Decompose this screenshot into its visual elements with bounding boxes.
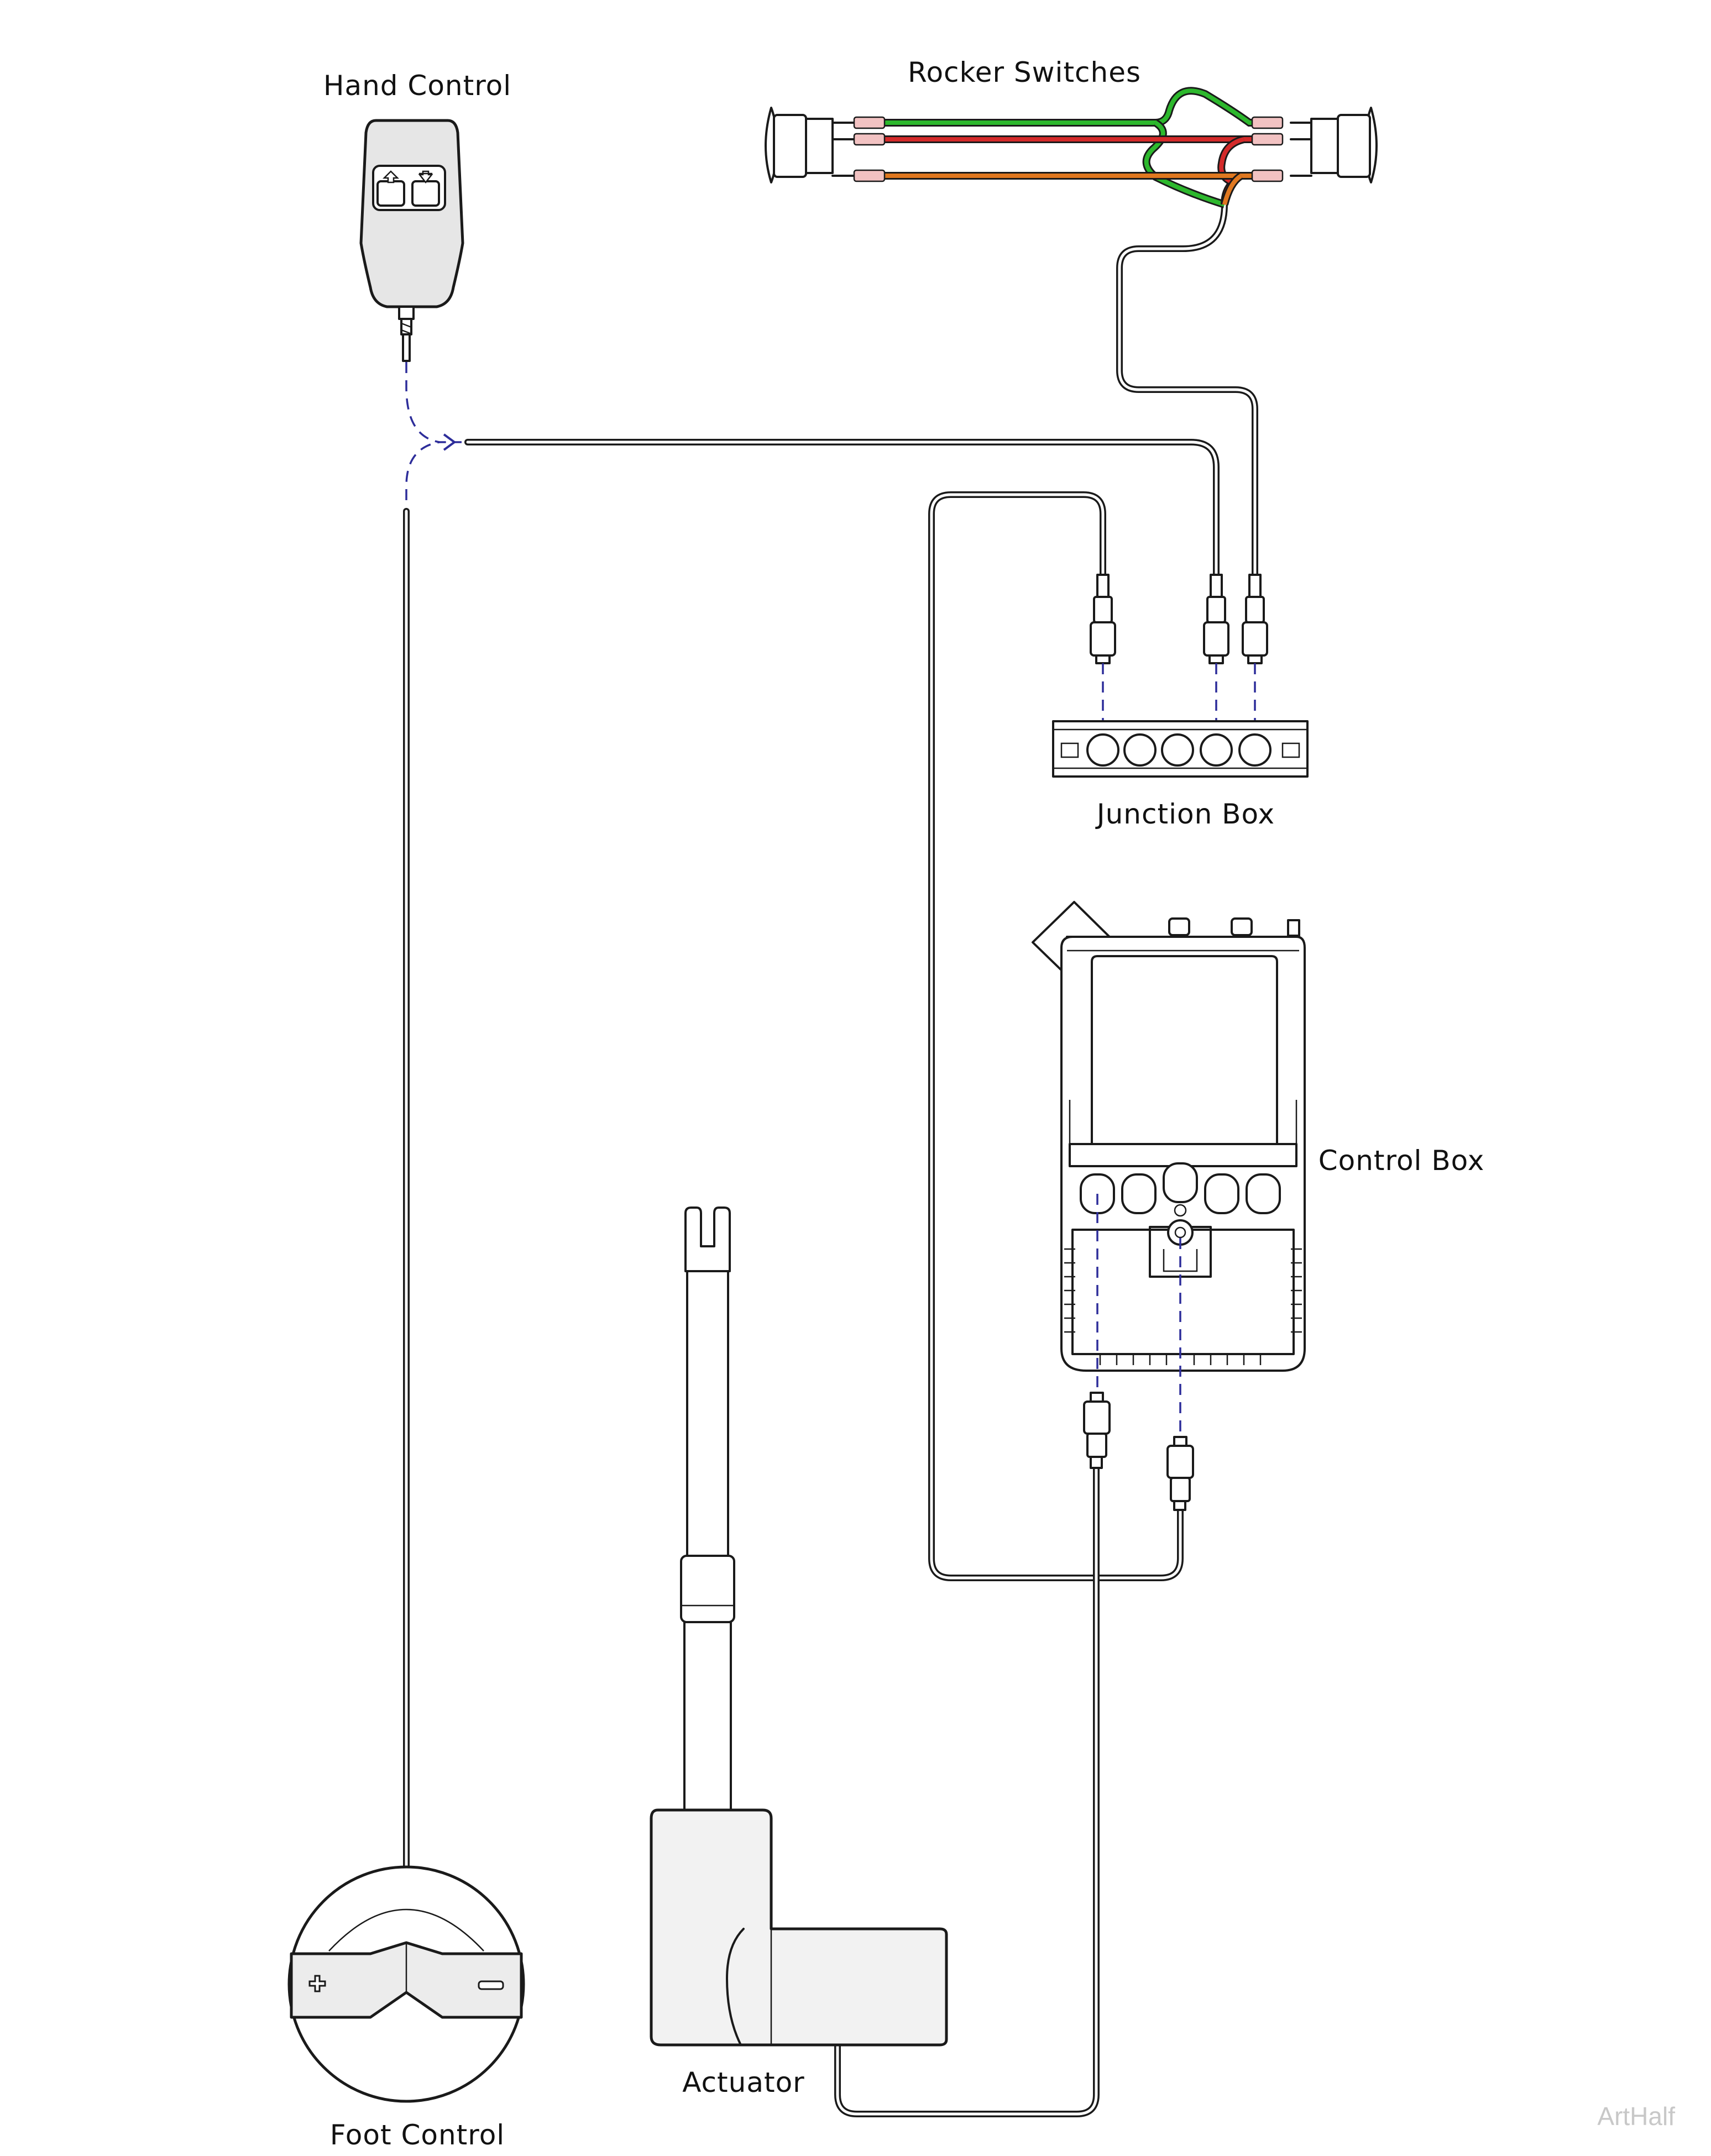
rocker-switches-label: Rocker Switches (908, 56, 1141, 88)
foot-control: Foot Control (287, 1865, 525, 2151)
cables (403, 201, 1258, 2117)
arrow-up-icon (382, 170, 400, 183)
switch-wires (885, 87, 1252, 208)
junction-box-label: Junction Box (1095, 798, 1275, 830)
rocker-switch-right (1310, 107, 1378, 183)
arrow-down-icon (418, 170, 433, 184)
rocker-switch-left (765, 107, 834, 183)
junction-plug-3 (1242, 574, 1268, 664)
junction-plug-1 (1090, 574, 1116, 664)
junction-plug-2 (1203, 574, 1229, 664)
plus-icon (308, 1975, 326, 1992)
control-plug-junction (1166, 1436, 1194, 1511)
actuator-label: Actuator (682, 2066, 805, 2099)
control-box-ribs (1064, 1248, 1302, 1365)
hand-control: Hand Control (323, 70, 511, 362)
hand-control-label: Hand Control (323, 70, 511, 102)
actuator: Actuator (650, 1206, 948, 2099)
control-box-label: Control Box (1318, 1145, 1485, 1177)
spade-terminals (853, 116, 1284, 182)
cable-split-link (405, 362, 462, 500)
junction-ports (1086, 733, 1272, 767)
minus-icon (478, 1980, 504, 1990)
control-plug-actuator (1083, 1392, 1111, 1469)
rocker-switches: Rocker Switches (765, 56, 1378, 208)
junction-box: Junction Box (1052, 574, 1309, 830)
watermark: ArtHalf (1597, 2102, 1675, 2131)
control-box: Control Box (1032, 901, 1485, 1511)
foot-control-label: Foot Control (330, 2119, 505, 2151)
